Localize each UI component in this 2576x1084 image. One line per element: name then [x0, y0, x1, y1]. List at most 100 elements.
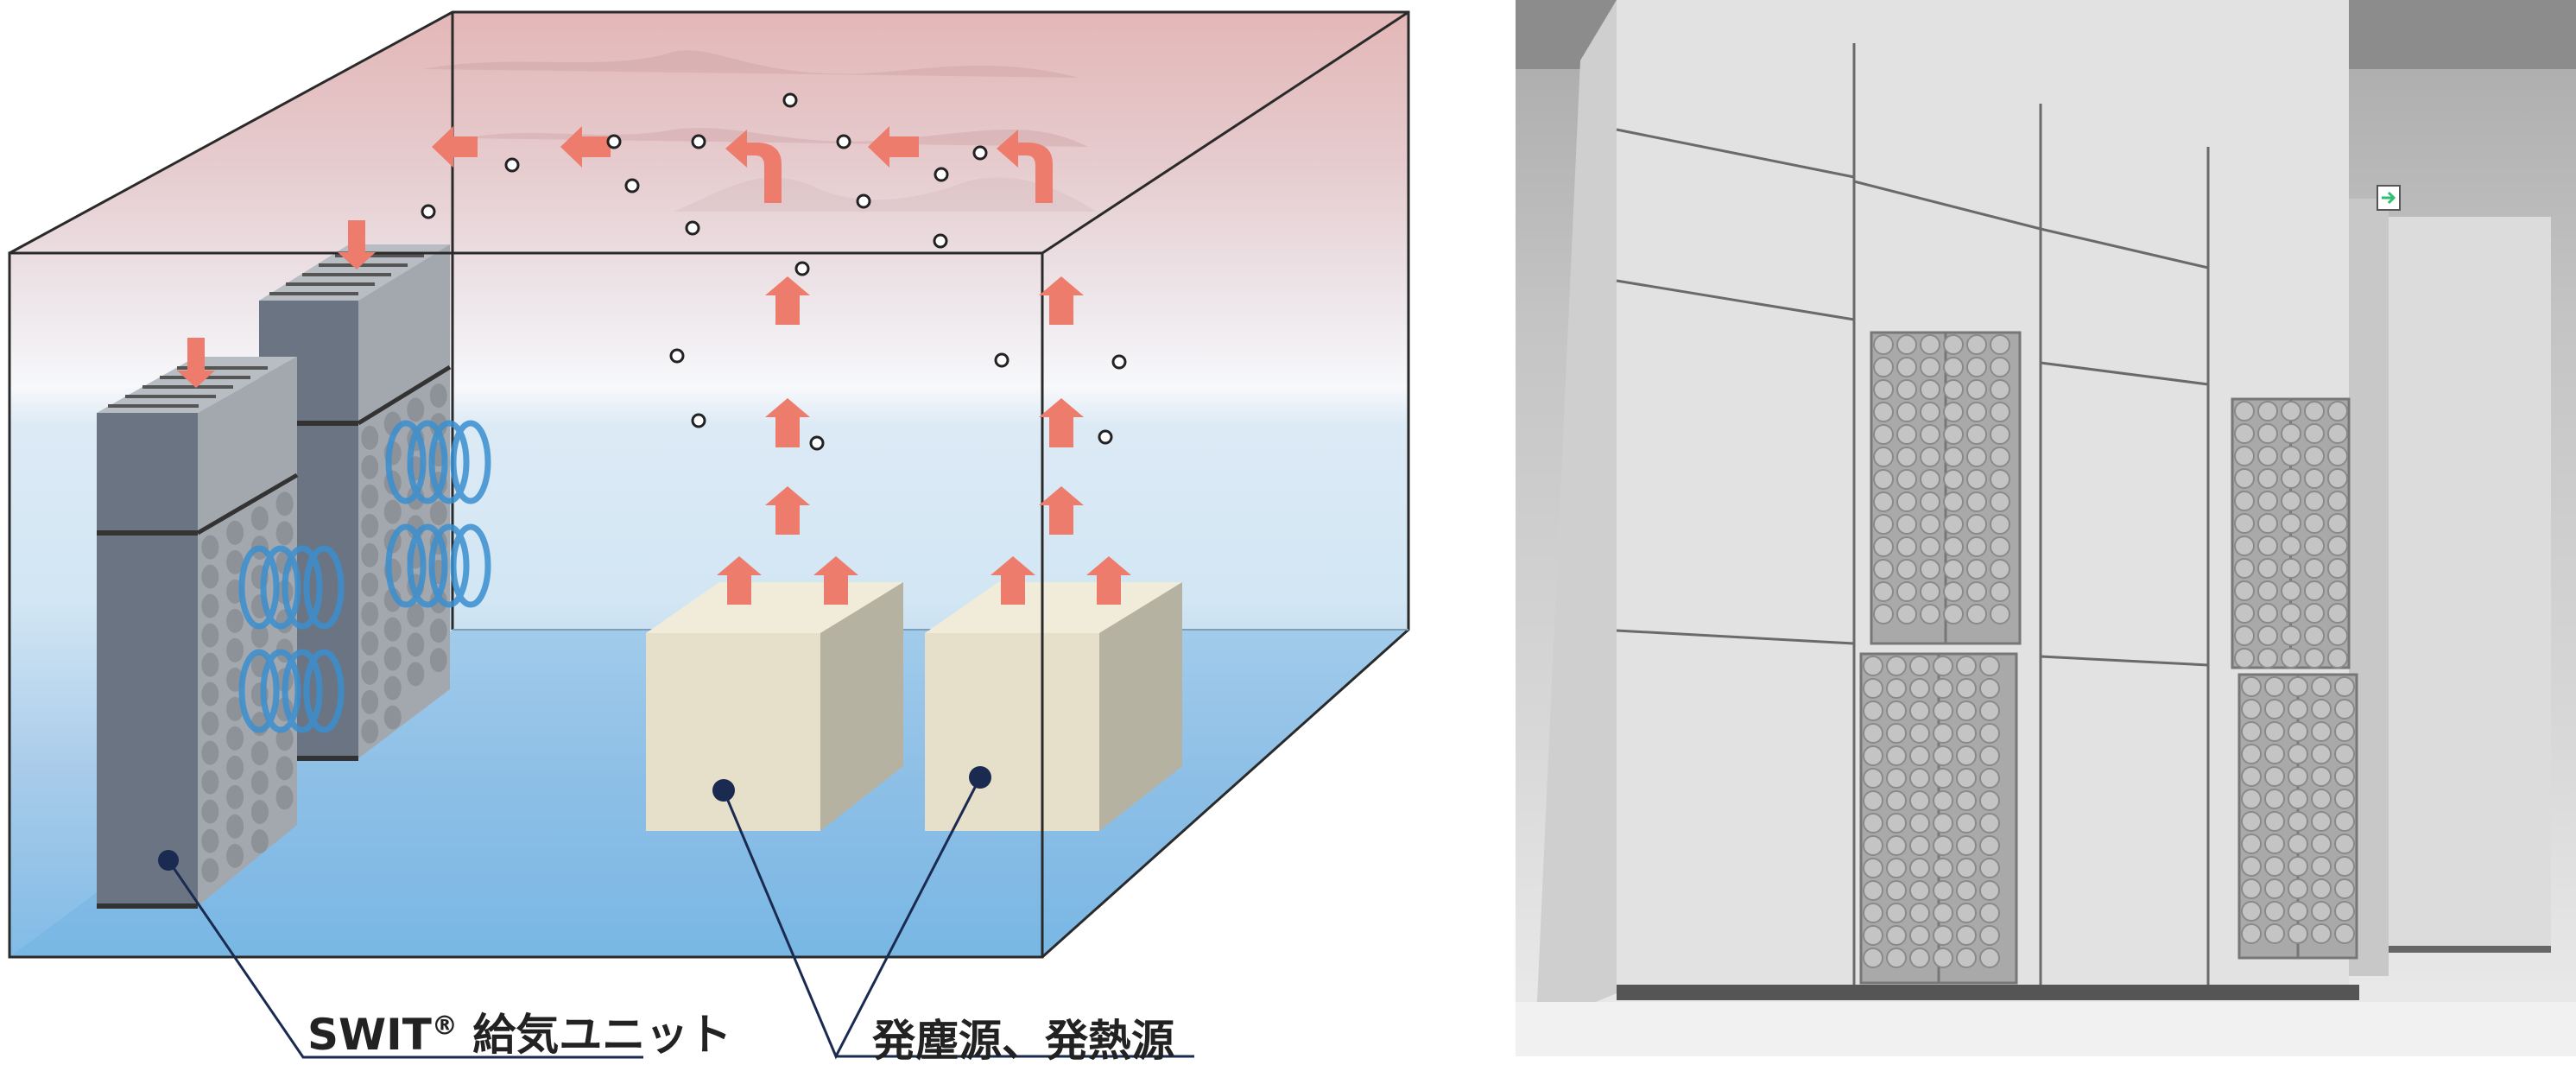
particle: [933, 233, 948, 249]
perforation: [226, 520, 244, 545]
fan-diffuser: [1886, 903, 1907, 923]
fan-diffuser: [1979, 768, 2000, 789]
fan-diffuser: [2304, 446, 2325, 466]
perforation: [361, 513, 379, 538]
perforation: [201, 535, 219, 560]
fan-diffuser: [2257, 423, 2278, 444]
fan-diffuser: [1990, 447, 2010, 467]
fan-diffuser: [2281, 513, 2301, 534]
perforation: [201, 770, 219, 795]
fan-diffuser: [1896, 402, 1917, 422]
perforation: [201, 828, 219, 853]
perforation: [201, 740, 219, 765]
fan-diffuser: [1886, 925, 1907, 946]
fan-diffuser: [1943, 581, 1964, 602]
fan-diffuser: [2304, 603, 2325, 624]
perforation: [201, 564, 219, 589]
fan-diffuser: [1990, 581, 2010, 602]
fan-diffuser: [1956, 656, 1977, 676]
fan-diffuser: [1896, 447, 1917, 467]
fan-diffuser: [1990, 379, 2010, 400]
fan-diffuser: [2234, 446, 2255, 466]
fan-diffuser: [1956, 880, 1977, 901]
fan-diffuser: [2234, 536, 2255, 556]
fan-diffuser: [2234, 603, 2255, 624]
arrow-up-icon: [765, 398, 810, 447]
swirl-loop: [385, 523, 427, 608]
fan-diffuser: [2241, 834, 2262, 854]
fan-diffuser: [1873, 357, 1894, 377]
fan-diffuser: [1920, 424, 1940, 445]
fan-diffuser: [1896, 357, 1917, 377]
fan-diffuser: [1896, 581, 1917, 602]
fan-diffuser: [2281, 558, 2301, 579]
fan-diffuser: [1896, 334, 1917, 355]
fan-diffuser: [1956, 948, 1977, 968]
fan-diffuser: [1979, 790, 2000, 811]
perforation: [250, 506, 269, 531]
fan-diffuser: [1886, 768, 1907, 789]
fan-diffuser: [2334, 789, 2355, 809]
fan-diffuser: [2257, 401, 2278, 422]
photo-swit-installation: [1516, 0, 2576, 1056]
fan-diffuser: [1863, 948, 1883, 968]
fan-diffuser: [2334, 856, 2355, 877]
perforation: [429, 384, 447, 409]
fan-diffuser: [1966, 402, 1987, 422]
fan-diffuser: [2311, 699, 2332, 719]
fan-diffuser: [1886, 723, 1907, 744]
perforation: [429, 501, 447, 526]
fan-diffuser: [1933, 858, 1953, 878]
fan-diffuser: [1990, 559, 2010, 580]
swirl-loop: [407, 523, 448, 608]
fan-diffuser: [1909, 700, 1930, 721]
fan-diffuser: [1966, 581, 1987, 602]
arrow-left-icon: [560, 126, 611, 168]
fan-diffuser: [2288, 789, 2308, 809]
fan-diffuser: [1979, 700, 2000, 721]
fan-diffuser: [1920, 379, 1940, 400]
fan-diffuser: [1863, 903, 1883, 923]
fan-diffuser: [1920, 357, 1940, 377]
fan-diffuser: [2257, 648, 2278, 669]
fan-diffuser: [1863, 925, 1883, 946]
perforation: [361, 484, 379, 509]
perforation: [383, 675, 402, 700]
perforation: [361, 572, 379, 597]
fan-diffuser: [1909, 678, 1930, 699]
fan-diffuser: [2281, 580, 2301, 601]
fan-diffuser: [1909, 790, 1930, 811]
fan-diffuser: [1873, 334, 1894, 355]
fan-diffuser: [1979, 723, 2000, 744]
swirl-loop: [407, 420, 448, 504]
fan-diffuser: [1863, 858, 1883, 878]
fan-diffuser: [1863, 768, 1883, 789]
swirl-loop: [260, 545, 301, 630]
fan-diffuser: [1920, 559, 1940, 580]
fan-diffuser: [1896, 469, 1917, 490]
fan-diffuser: [2241, 766, 2262, 787]
fan-diffuser: [1863, 678, 1883, 699]
fan-diffuser: [1873, 604, 1894, 624]
fan-diffuser: [2334, 901, 2355, 922]
fan-diffuser: [2288, 766, 2308, 787]
swirl-loop: [303, 545, 345, 630]
fan-diffuser: [1863, 790, 1883, 811]
arrow-left-icon: [432, 126, 478, 168]
fan-diffuser: [1979, 903, 2000, 923]
fan-diffuser: [1943, 424, 1964, 445]
fan-diffuser: [1909, 723, 1930, 744]
fan-diffuser: [2241, 901, 2262, 922]
fan-diffuser: [1920, 514, 1940, 535]
fan-diffuser: [2288, 744, 2308, 764]
perforation: [407, 397, 425, 422]
arrow-up-icon: [813, 556, 858, 605]
fan-diffuser: [2241, 811, 2262, 832]
fan-diffuser: [1956, 925, 1977, 946]
fan-diffuser: [2311, 744, 2332, 764]
fan-diffuser: [1863, 835, 1883, 856]
fan-diffuser: [2264, 901, 2285, 922]
perforation: [250, 770, 269, 796]
particle: [421, 204, 436, 219]
fan-diffuser: [2288, 834, 2308, 854]
